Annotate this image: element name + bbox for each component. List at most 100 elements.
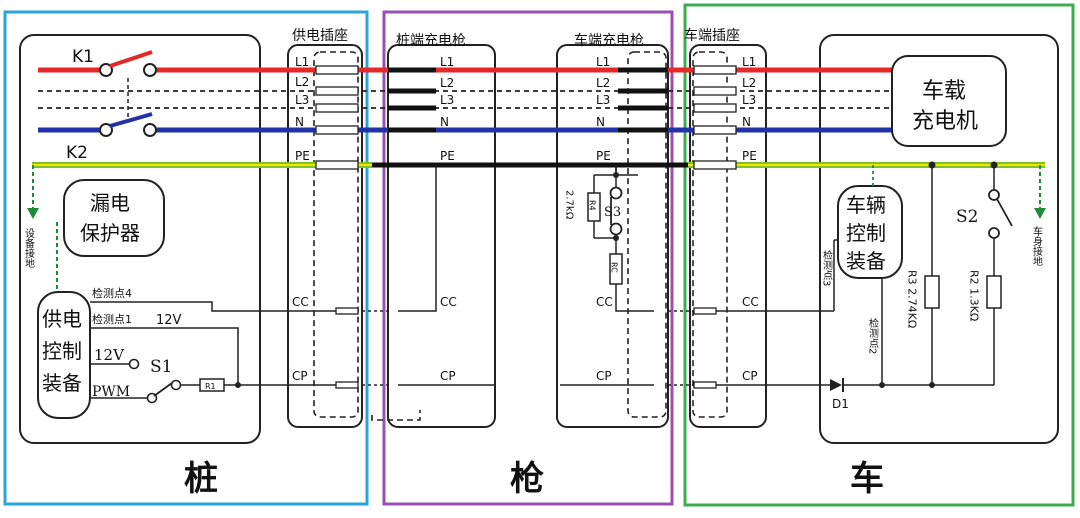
k1-switch [99,50,157,77]
pile-gun-dashed-outline [371,410,421,421]
pile-gun-title: 桩端充电枪 [396,32,466,49]
pile-section-frame [3,10,369,506]
pin-pe: PE [596,149,611,163]
s1-label: S1 [150,357,172,377]
pin-l1: L1 [742,55,756,69]
pwm-label: PWM [92,384,130,400]
pin-cp: CP [742,369,758,383]
pin-cp: CP [292,369,308,383]
gun-section-label: 枪 [510,459,544,499]
k2-switch [99,112,157,137]
r1-label: R1 [205,382,216,391]
car-gun-cc [615,284,654,312]
car-gun-title: 车端充电枪 [574,32,644,49]
v12-top-label: 12V [156,313,182,328]
car-socket-sleeves [693,65,737,389]
onboard-charger [891,55,1007,147]
cc-line-pile [90,301,336,312]
s1-switch [128,358,182,404]
car-device-box [819,34,1059,444]
pile-gun-box [387,44,496,428]
car-gun-box [556,44,669,428]
car-ground-label: 车身接地 [1031,225,1043,266]
pin-l1: L1 [440,55,454,69]
vehicle-control-line3: 装备 [846,249,886,273]
gun-section-frame [382,10,674,506]
charger-line1: 车载 [922,79,966,104]
s2-top-junction [990,161,998,169]
pin-cc: CC [440,295,457,309]
pin-l2: L2 [742,76,756,90]
supply-control-line1: 供电 [42,307,82,331]
detect4-label: 检测点4 [92,286,132,300]
supply-socket-pin-labels: L1 L2 L3 N PE CC CP [292,55,310,383]
pile-ground-arrow [27,165,39,219]
pin-pe: PE [295,149,310,163]
v12-left-label: 12V [94,346,125,364]
leakage-protector-line2: 保护器 [80,221,140,245]
k1-label: K1 [72,47,94,67]
pin-l2: L2 [596,76,610,90]
leakage-protector [63,179,165,257]
detect1-label: 检测点1 [92,312,132,326]
s3-switch [609,186,623,236]
charger-line2: 充电机 [912,109,978,134]
detect2-label: 检测点2 [867,317,879,355]
r2-label: R2 1.3KΩ [968,270,981,321]
car-ground-arrow [1034,165,1046,219]
supply-control-line2: 控制 [42,339,82,363]
pin-cc: CC [742,295,759,309]
pin-l3: L3 [596,93,610,107]
supply-control-device [37,291,91,419]
pin-l2: L2 [440,76,454,90]
k2-label: K2 [66,143,88,163]
pin-l3: L3 [742,93,756,107]
car-section-label: 车 [850,459,884,499]
car-gun-pins [618,67,668,133]
supply-socket-dashed-outline [313,51,359,418]
pin-pe: PE [440,149,455,163]
pin-cc: CC [596,295,613,309]
supply-socket-sleeves [315,65,359,389]
car-gun-dashed-outline [627,51,667,418]
pin-l1: L1 [596,55,610,69]
car-socket-title: 车端插座 [684,27,740,44]
pile-section-label: 桩 [184,459,218,499]
r2-resistor [986,275,1002,309]
detect3-label: 检测点3 [821,249,833,287]
car-section-frame [683,3,1075,507]
pin-l3: L3 [295,93,309,107]
pin-n: N [440,115,449,129]
pile-ground-label: 设备接地 [23,228,35,268]
d1-diode [830,378,844,392]
car-gun-pin-labels: L1 L2 L3 N PE CC CP [596,55,613,383]
cp-junction-pile [235,382,241,388]
r3-label: R3 2.74KΩ [906,270,919,328]
car-socket-box [689,44,767,428]
supply-socket-title: 供电插座 [292,28,348,44]
detect2-junction [879,382,885,388]
r4-value-label: 2.7kΩ [564,190,575,220]
s2-label: S2 [956,207,978,227]
vehicle-control-device [837,185,903,279]
pin-l3: L3 [440,93,454,107]
r4-resistor [587,192,601,222]
pile-gun-pin-labels: L1 L2 L3 N PE CC CP [440,55,457,383]
s2-switch [988,189,1013,239]
car-socket-pin-labels: L1 L2 L3 N PE CC CP [742,55,759,383]
s3-top-junction [613,172,619,178]
pin-n: N [295,115,304,129]
pin-pe: PE [742,149,757,163]
r4-label: R4 [588,200,597,211]
r3-resistor [924,275,940,309]
pin-n: N [742,115,751,129]
vehicle-control-line2: 控制 [846,221,886,245]
s3-label: S3 [604,205,621,220]
pin-cc: CC [292,295,309,309]
pin-l2: L2 [295,75,309,89]
pin-l1: L1 [295,55,309,69]
r3-top-junction [928,161,936,169]
d1-label: D1 [832,397,849,411]
pin-cp: CP [440,369,456,383]
